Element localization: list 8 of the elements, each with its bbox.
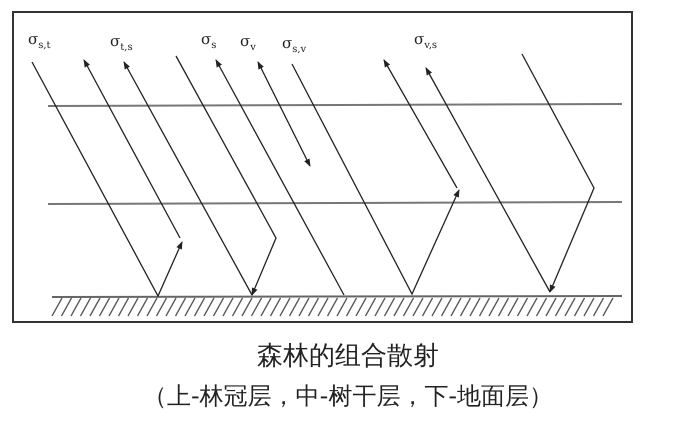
scattering-label: σ$_{v}$ bbox=[240, 32, 256, 53]
scattering-label: σ$_{s,t}$ bbox=[28, 30, 51, 51]
caption: 森林的组合散射 bbox=[256, 340, 440, 373]
scattering-label: σ$_{t,s}$ bbox=[110, 32, 133, 53]
scattering-label: σ$_{s,v}$ bbox=[282, 34, 306, 55]
scattering-label: σ$_{s}$ bbox=[201, 30, 216, 51]
caption-note: （上-林冠层，中-树干层，下-地面层） bbox=[142, 381, 554, 412]
scattering-label: σ$_{v,s}$ bbox=[414, 30, 438, 51]
